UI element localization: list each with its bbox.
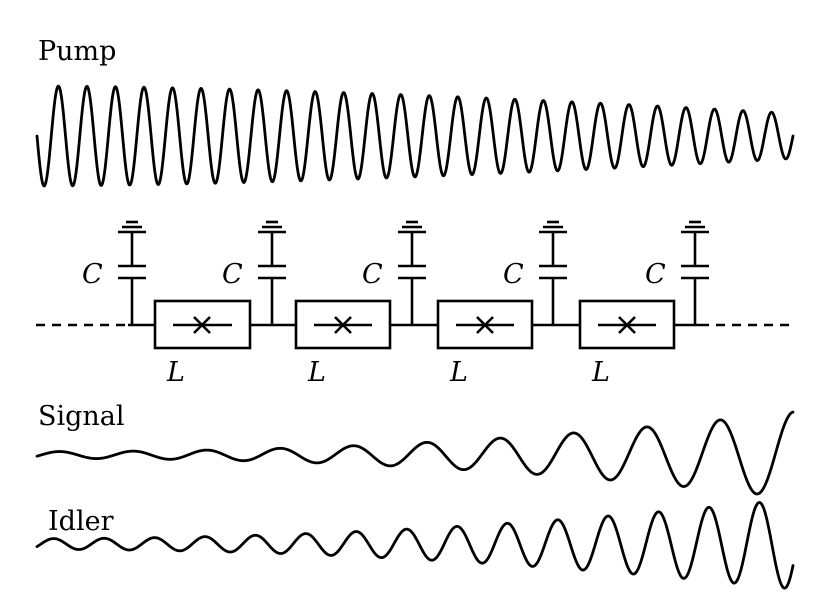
junction-cross-icon <box>476 316 494 334</box>
signal-wave <box>35 410 795 496</box>
ground-icon <box>681 220 709 234</box>
shunt-capacitor-1: C <box>82 220 146 325</box>
ground-icon <box>258 220 286 234</box>
inductor-label: L <box>166 357 185 388</box>
signal-label: Signal <box>38 401 125 432</box>
shunt-capacitor-5: C <box>645 220 709 325</box>
inductor-label: L <box>307 357 326 388</box>
pump-label: Pump <box>38 36 116 67</box>
shunt-capacitor-2: C <box>222 220 286 325</box>
idler-wave <box>35 501 795 590</box>
idler-label: Idler <box>48 506 114 537</box>
capacitor-label: C <box>645 259 666 290</box>
shunt-capacitor-4: C <box>503 220 567 325</box>
ground-icon <box>118 220 146 234</box>
junction-inductor-4: L <box>578 299 676 388</box>
capacitor-label: C <box>362 259 383 290</box>
capacitor-label: C <box>503 259 524 290</box>
junction-inductor-3: L <box>436 299 534 388</box>
ground-icon <box>398 220 426 234</box>
junction-inductor-2: L <box>294 299 392 388</box>
pump-wave <box>35 84 795 188</box>
junction-cross-icon <box>193 316 211 334</box>
ground-icon <box>539 220 567 234</box>
junction-cross-icon <box>334 316 352 334</box>
junction-cross-icon <box>618 316 636 334</box>
inductor-label: L <box>449 357 468 388</box>
capacitor-label: C <box>82 259 103 290</box>
capacitor-label: C <box>222 259 243 290</box>
junction-inductor-1: L <box>153 299 252 388</box>
inductor-label: L <box>591 357 610 388</box>
shunt-capacitor-3: C <box>362 220 426 325</box>
